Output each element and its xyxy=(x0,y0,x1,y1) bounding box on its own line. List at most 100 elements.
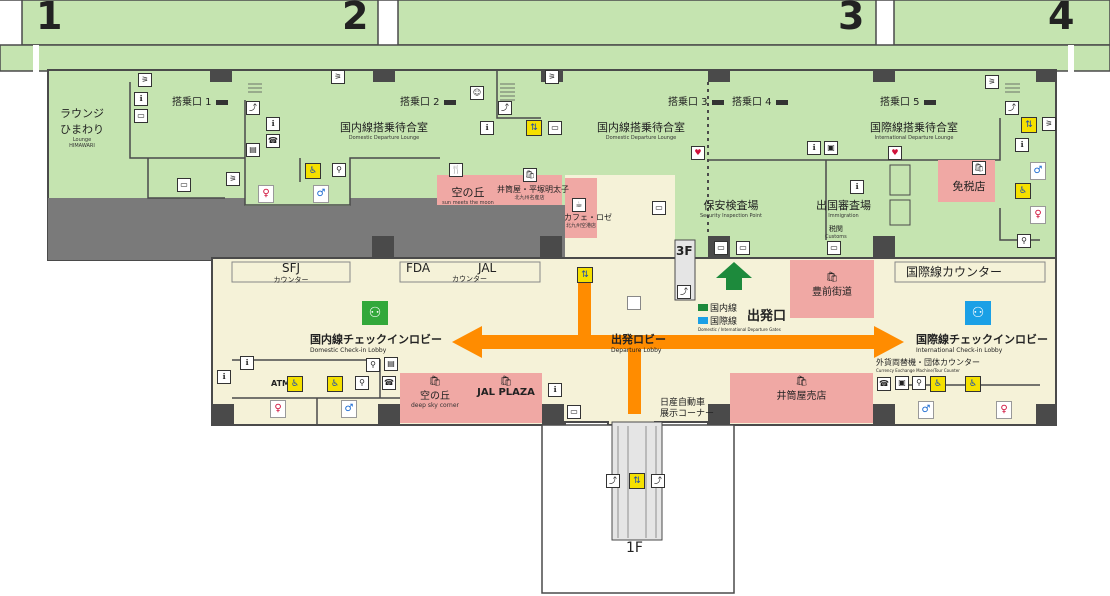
shop-duty-free[interactable]: 免税店 xyxy=(952,180,986,193)
boarding-gate-1: 搭乗口 1 xyxy=(172,93,228,108)
atm-label: ATM xyxy=(271,379,290,388)
computer-icon: ▭ xyxy=(134,109,148,123)
restroom-men-icon-3: ♂ xyxy=(341,400,357,418)
info-icon-8: ℹ xyxy=(240,356,254,370)
customs: 税関 Customs xyxy=(825,225,847,240)
info-icon-6: ℹ xyxy=(850,180,864,194)
domestic-departure-lounge: 国内線搭乗待合室 Domestic Departure Lounge xyxy=(340,121,428,141)
restroom-men-icon-2: ♂ xyxy=(1030,162,1046,180)
info-icon-2: ℹ xyxy=(266,117,280,131)
wheelchair-icon-4: ♿ xyxy=(327,376,343,392)
pillar-icon xyxy=(627,296,641,310)
immigration: 出国審査場 Immigration xyxy=(816,199,871,219)
counter-international: 国際線カウンター xyxy=(906,265,1003,279)
nursing-room-icon-4: ⚲ xyxy=(912,376,926,390)
boarding-gate-4: 搭乗口 4 xyxy=(732,93,788,108)
boarding-gate-5: 搭乗口 5 xyxy=(880,93,936,108)
atm-icon: ▣ xyxy=(824,141,838,155)
phone-icon-3: ☎ xyxy=(877,377,891,391)
wheelchair-icon-6: ♿ xyxy=(965,376,981,392)
shop-sora-no-oka-upper[interactable]: 空の丘 sun meets the moon xyxy=(442,186,494,206)
nursing-room-icon-3: ⚲ xyxy=(355,376,369,390)
elevator-icon-2: ⇅ xyxy=(1021,117,1037,133)
escalator-icon-2: ⤴ xyxy=(498,101,512,115)
phone-icon-2: ☎ xyxy=(382,376,396,390)
escalator-icon-6: ⤴ xyxy=(651,474,665,488)
escalator-icon-3: ⤴ xyxy=(1005,101,1019,115)
escalator-icon-5: ⤴ xyxy=(606,474,620,488)
counter-sfj: SFJ カウンター xyxy=(273,261,309,284)
shop-area-1 xyxy=(437,175,497,205)
shop-area-buzen xyxy=(790,260,874,318)
counter-fda-jal-sub: カウンター xyxy=(452,275,487,283)
restroom-women-icon-4: ♀ xyxy=(996,401,1012,419)
floor-3f-label: 3F xyxy=(676,244,693,258)
nursing-room-icon: ⚲ xyxy=(332,163,346,177)
international-departure-lounge: 国際線搭乗待合室 International Departure Lounge xyxy=(870,121,958,141)
international-lobby-badge-icon: ⚇ xyxy=(965,301,991,325)
aed-icon: ♥ xyxy=(691,146,705,160)
info-icon-4: ℹ xyxy=(807,141,821,155)
domestic-departure-lounge-2: 国内線搭乗待合室 Domestic Departure Lounge xyxy=(597,121,685,141)
wheelchair-icon-5: ♿ xyxy=(930,376,946,392)
escalator-icon: ⤴ xyxy=(246,101,260,115)
shop-icon-dutyfree: 🛍 xyxy=(972,161,986,175)
corridor-gap-right xyxy=(1068,45,1074,75)
departure-lobby: 出発ロビー Departure Lobby xyxy=(611,333,666,354)
info-icon: ℹ xyxy=(134,92,148,106)
boarding-gate-2: 搭乗口 2 xyxy=(400,93,456,108)
international-checkin-lobby: 国際線チェックインロビー International Check-in Lobb… xyxy=(916,333,1048,354)
phone-icon: ☎ xyxy=(266,134,280,148)
domestic-lobby-badge-icon: ⚇ xyxy=(362,301,388,325)
gate-number-2: 2 xyxy=(342,0,369,38)
elevator-icon-3: ⇅ xyxy=(577,267,593,283)
shop-izutsuya-hiratsuka[interactable]: 井筒屋・平塚明太子 北九州名産店 xyxy=(497,185,569,201)
wheelchair-icon: ♿ xyxy=(305,163,321,179)
domestic-checkin-lobby: 国内線チェックインロビー Domestic Check-in Lobby xyxy=(310,333,442,354)
escalator-icon-4: ⤴ xyxy=(677,285,691,299)
computer-icon-6: ▭ xyxy=(714,241,728,255)
shop-buzen-kaido[interactable]: 🛍 豊前街道 xyxy=(812,272,852,298)
vending-icon: ▤ xyxy=(246,143,260,157)
info-icon-9: ℹ xyxy=(548,383,562,397)
shop-izutsuya-baiten[interactable]: 🛍 井筒屋売店 xyxy=(730,373,873,423)
corridor-gap-left xyxy=(33,45,39,75)
currency-exchange: 外貨両替機・団体カウンター Currency Exchange Machine/… xyxy=(876,358,980,373)
departure-exit: 国内線 国際線 Domestic / International Departu… xyxy=(698,304,781,332)
smoking-icon-6: ⚞ xyxy=(1042,117,1056,131)
shop-jal-plaza[interactable]: 🛍 JAL PLAZA xyxy=(470,373,542,423)
smoking-icon-3: ⚞ xyxy=(331,70,345,84)
wheelchair-icon-2: ♿ xyxy=(1015,183,1031,199)
wheelchair-icon-3: ♿ xyxy=(287,376,303,392)
smoking-icon-4: ⚞ xyxy=(545,70,559,84)
jetway-corridor xyxy=(0,44,1110,72)
restroom-men-icon-4: ♂ xyxy=(918,401,934,419)
info-icon-3: ℹ xyxy=(480,121,494,135)
upper-corridor xyxy=(0,0,1110,46)
atm-icon-2: ▣ xyxy=(895,376,909,390)
restaurant-icon: 🍴 xyxy=(449,163,463,177)
computer-icon-4: ▭ xyxy=(827,241,841,255)
computer-icon-5: ▭ xyxy=(736,241,750,255)
computer-icon-3: ▭ xyxy=(548,121,562,135)
route-arrows xyxy=(452,282,904,414)
nursing-room-icon-2: ⚲ xyxy=(1017,234,1031,248)
lounge-himawari: ラウンジ ひまわり Lounge HIMAWARI xyxy=(60,107,104,149)
boarding-gate-3: 搭乗口 3 xyxy=(668,93,724,108)
aed-icon-2: ♥ xyxy=(888,146,902,160)
coffee-icon: ☕ xyxy=(572,198,586,212)
counter-jal: JAL xyxy=(478,261,497,275)
vending-icon-2: ▤ xyxy=(384,357,398,371)
shop-sora-no-oka-lower[interactable]: 🛍 空の丘 deep sky corner xyxy=(400,373,470,423)
floor-1f-label: 1F xyxy=(626,540,643,556)
computer-icon-2: ▭ xyxy=(177,178,191,192)
shop-icon-upper: 🛍 xyxy=(523,168,537,182)
elevator-icon: ⇅ xyxy=(526,120,542,136)
water-icon: ⚲ xyxy=(366,358,380,372)
baby-icon: ☺ xyxy=(470,86,484,100)
info-icon-7: ℹ xyxy=(217,370,231,384)
departure-exit-label: 出発口 xyxy=(747,309,787,324)
shop-cafe-rose[interactable]: カフェ・ロゼ 北九州空港店 xyxy=(564,213,612,229)
smoking-icon-2: ⚞ xyxy=(226,172,240,186)
gate-number-1: 1 xyxy=(36,0,63,38)
